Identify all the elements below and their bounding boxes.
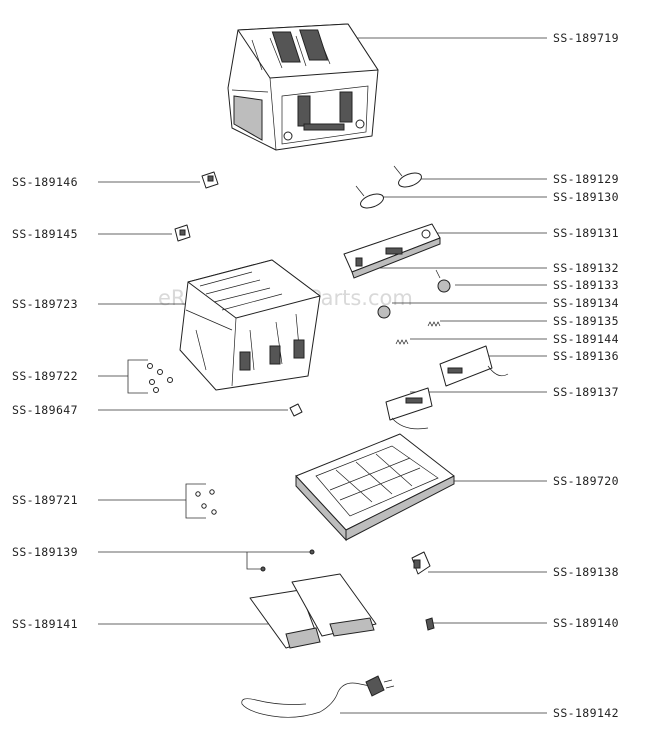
label-ss-189146[interactable]: SS-189146	[12, 175, 78, 189]
label-ss-189138[interactable]: SS-189138	[553, 565, 619, 579]
label-ss-189136[interactable]: SS-189136	[553, 349, 619, 363]
label-ss-189129[interactable]: SS-189129	[553, 172, 619, 186]
label-ss-189722[interactable]: SS-189722	[12, 369, 78, 383]
circuit-board-189136[interactable]	[439, 345, 509, 387]
label-ss-189131[interactable]: SS-189131	[553, 226, 619, 240]
knob-189134[interactable]	[377, 305, 391, 319]
base-plate-189720[interactable]	[295, 433, 455, 542]
control-panel-189131[interactable]	[343, 223, 441, 279]
label-ss-189720[interactable]: SS-189720	[553, 474, 619, 488]
label-ss-189647[interactable]: SS-189647	[12, 403, 78, 417]
leader-lines-right	[340, 37, 547, 714]
label-ss-189141[interactable]: SS-189141	[12, 617, 78, 631]
screws-189722[interactable]	[147, 363, 173, 393]
spring-189144[interactable]	[395, 339, 409, 345]
label-ss-189140[interactable]: SS-189140	[553, 616, 619, 630]
lever-knob-189129[interactable]	[393, 165, 423, 190]
power-cord-189142[interactable]	[241, 675, 395, 718]
label-ss-189723[interactable]: SS-189723	[12, 297, 78, 311]
circuit-board-189137[interactable]	[385, 387, 433, 430]
label-ss-189719[interactable]: SS-189719	[553, 31, 619, 45]
label-ss-189144[interactable]: SS-189144	[553, 332, 619, 346]
clip-part-189145[interactable]	[174, 224, 191, 242]
toaster-housing[interactable]	[227, 23, 379, 151]
label-ss-189139[interactable]: SS-189139	[12, 545, 78, 559]
crumb-trays[interactable]	[249, 573, 377, 649]
bracket-189138[interactable]	[411, 551, 431, 575]
clip-part-189146[interactable]	[201, 171, 219, 189]
leader-lines-left	[98, 181, 312, 625]
spring-189135[interactable]	[427, 321, 441, 327]
label-ss-189135[interactable]: SS-189135	[553, 314, 619, 328]
clip-part-189647[interactable]	[289, 403, 303, 417]
label-ss-189721[interactable]: SS-189721	[12, 493, 78, 507]
knob-189133[interactable]	[435, 269, 451, 293]
label-ss-189142[interactable]: SS-189142	[553, 706, 619, 720]
screw-189140[interactable]	[425, 617, 435, 631]
parts-189139[interactable]	[260, 549, 315, 572]
lever-knob-189130[interactable]	[355, 185, 385, 211]
label-ss-189132[interactable]: SS-189132	[553, 261, 619, 275]
screws-189721[interactable]	[195, 489, 217, 515]
label-ss-189130[interactable]: SS-189130	[553, 190, 619, 204]
label-ss-189145[interactable]: SS-189145	[12, 227, 78, 241]
label-ss-189134[interactable]: SS-189134	[553, 296, 619, 310]
label-ss-189133[interactable]: SS-189133	[553, 278, 619, 292]
label-ss-189137[interactable]: SS-189137	[553, 385, 619, 399]
heating-chassis[interactable]	[179, 259, 321, 391]
